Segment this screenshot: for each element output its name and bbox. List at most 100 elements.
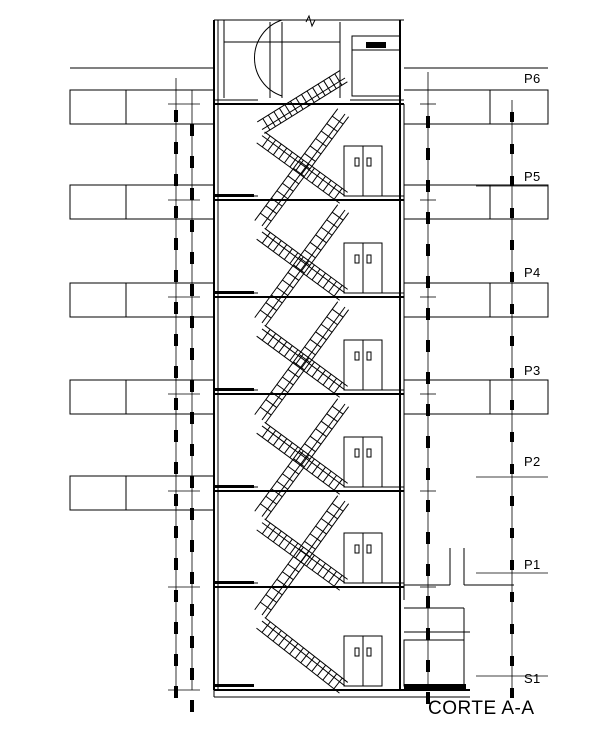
dim-mark (510, 464, 514, 474)
landing-rail (214, 388, 254, 391)
dim-mark (426, 468, 430, 480)
dim-mark (174, 110, 178, 122)
dim-mark (190, 508, 194, 520)
stair-tread (331, 502, 344, 512)
stair-tread (259, 503, 272, 513)
facade-window-right (489, 184, 549, 220)
stair-tread (326, 413, 338, 423)
stair-tread (267, 625, 277, 638)
dim-mark (190, 572, 194, 584)
stair-tread (265, 205, 277, 215)
stair-tread (300, 260, 310, 273)
level-label-p2: P2 (524, 454, 541, 469)
stair-tread (260, 212, 272, 222)
stair-tread (320, 323, 333, 333)
dim-mark (426, 436, 430, 448)
dim-mark (190, 412, 194, 424)
stair-tread (282, 473, 294, 483)
stair-tread (287, 369, 300, 378)
stair-tread (271, 391, 283, 401)
stair-string (254, 301, 339, 415)
stair-tread (289, 155, 299, 168)
stair-tread (278, 438, 288, 450)
stair-tread (328, 377, 338, 390)
dim-mark (190, 700, 194, 712)
dim-mark (426, 116, 430, 128)
level-label-p1: P1 (524, 557, 541, 572)
stair-tread (273, 111, 282, 124)
stair-tread (306, 458, 315, 471)
stair-tread (295, 159, 304, 172)
level-label-s1: S1 (524, 671, 541, 686)
stair-tread (306, 90, 315, 103)
dim-mark (174, 590, 178, 602)
stair-tread (271, 586, 283, 596)
stair-tread (259, 601, 272, 611)
dim-mark (174, 174, 178, 186)
landing-rail (214, 684, 254, 687)
stair-tread (261, 621, 271, 633)
dim-mark (190, 476, 194, 488)
stair-tread (304, 249, 316, 259)
stair-tread (293, 458, 305, 468)
dim-mark (426, 500, 430, 512)
stair-tread (300, 454, 310, 467)
stair-tread (333, 188, 343, 200)
stair-tread (333, 285, 343, 297)
dim-mark (510, 272, 514, 282)
stair-tread (289, 252, 299, 264)
dim-mark (174, 302, 178, 314)
roof-machine-box (351, 35, 401, 97)
stair-tread (272, 337, 282, 349)
stair-tread (267, 114, 276, 127)
stair-string (261, 113, 346, 227)
stair-tread (293, 264, 305, 274)
dim-mark (510, 368, 514, 378)
stair-tread (283, 151, 293, 164)
stair-tread (284, 104, 293, 117)
stair-tread (293, 167, 305, 177)
dim-mark (190, 220, 194, 232)
stair-tread (261, 329, 271, 341)
stair-tread (331, 115, 344, 125)
stair-handrail (264, 421, 348, 484)
dim-mark (190, 540, 194, 552)
stair-tread (298, 450, 311, 460)
stair-flight-up (254, 398, 350, 520)
stair-tread (322, 566, 332, 579)
dim-mark (510, 144, 514, 154)
dim-mark (426, 628, 430, 640)
dim-mark (190, 604, 194, 616)
door (343, 532, 383, 584)
stair-string (261, 500, 346, 616)
dim-mark (426, 180, 430, 192)
dim-mark (510, 432, 514, 442)
stair-tread (323, 80, 332, 93)
stair-tread (331, 211, 344, 221)
dim-mark (174, 142, 178, 154)
stair-flight-up (254, 108, 350, 229)
stair-tread (304, 153, 316, 162)
facade-window-left (69, 184, 127, 220)
stair-handrail (264, 324, 348, 387)
stair-tread (287, 563, 300, 573)
stair-tread (283, 442, 293, 454)
dim-mark (174, 526, 178, 538)
stair-tread (289, 446, 299, 458)
facade-window-right (489, 379, 549, 415)
stair-tread (306, 361, 315, 374)
dim-mark (190, 252, 194, 264)
dim-mark (190, 380, 194, 392)
stair-tread (282, 376, 294, 386)
stair-tread (304, 443, 316, 453)
facade-window-right (489, 282, 549, 318)
dim-mark (510, 656, 514, 666)
dim-mark (510, 336, 514, 346)
stair-string (261, 231, 346, 294)
level-label-p3: P3 (524, 363, 541, 378)
stair-tread (267, 526, 277, 539)
stair-string (256, 238, 340, 301)
dim-mark (510, 528, 514, 538)
stair-tread (320, 420, 333, 430)
stair-tread (272, 143, 282, 156)
